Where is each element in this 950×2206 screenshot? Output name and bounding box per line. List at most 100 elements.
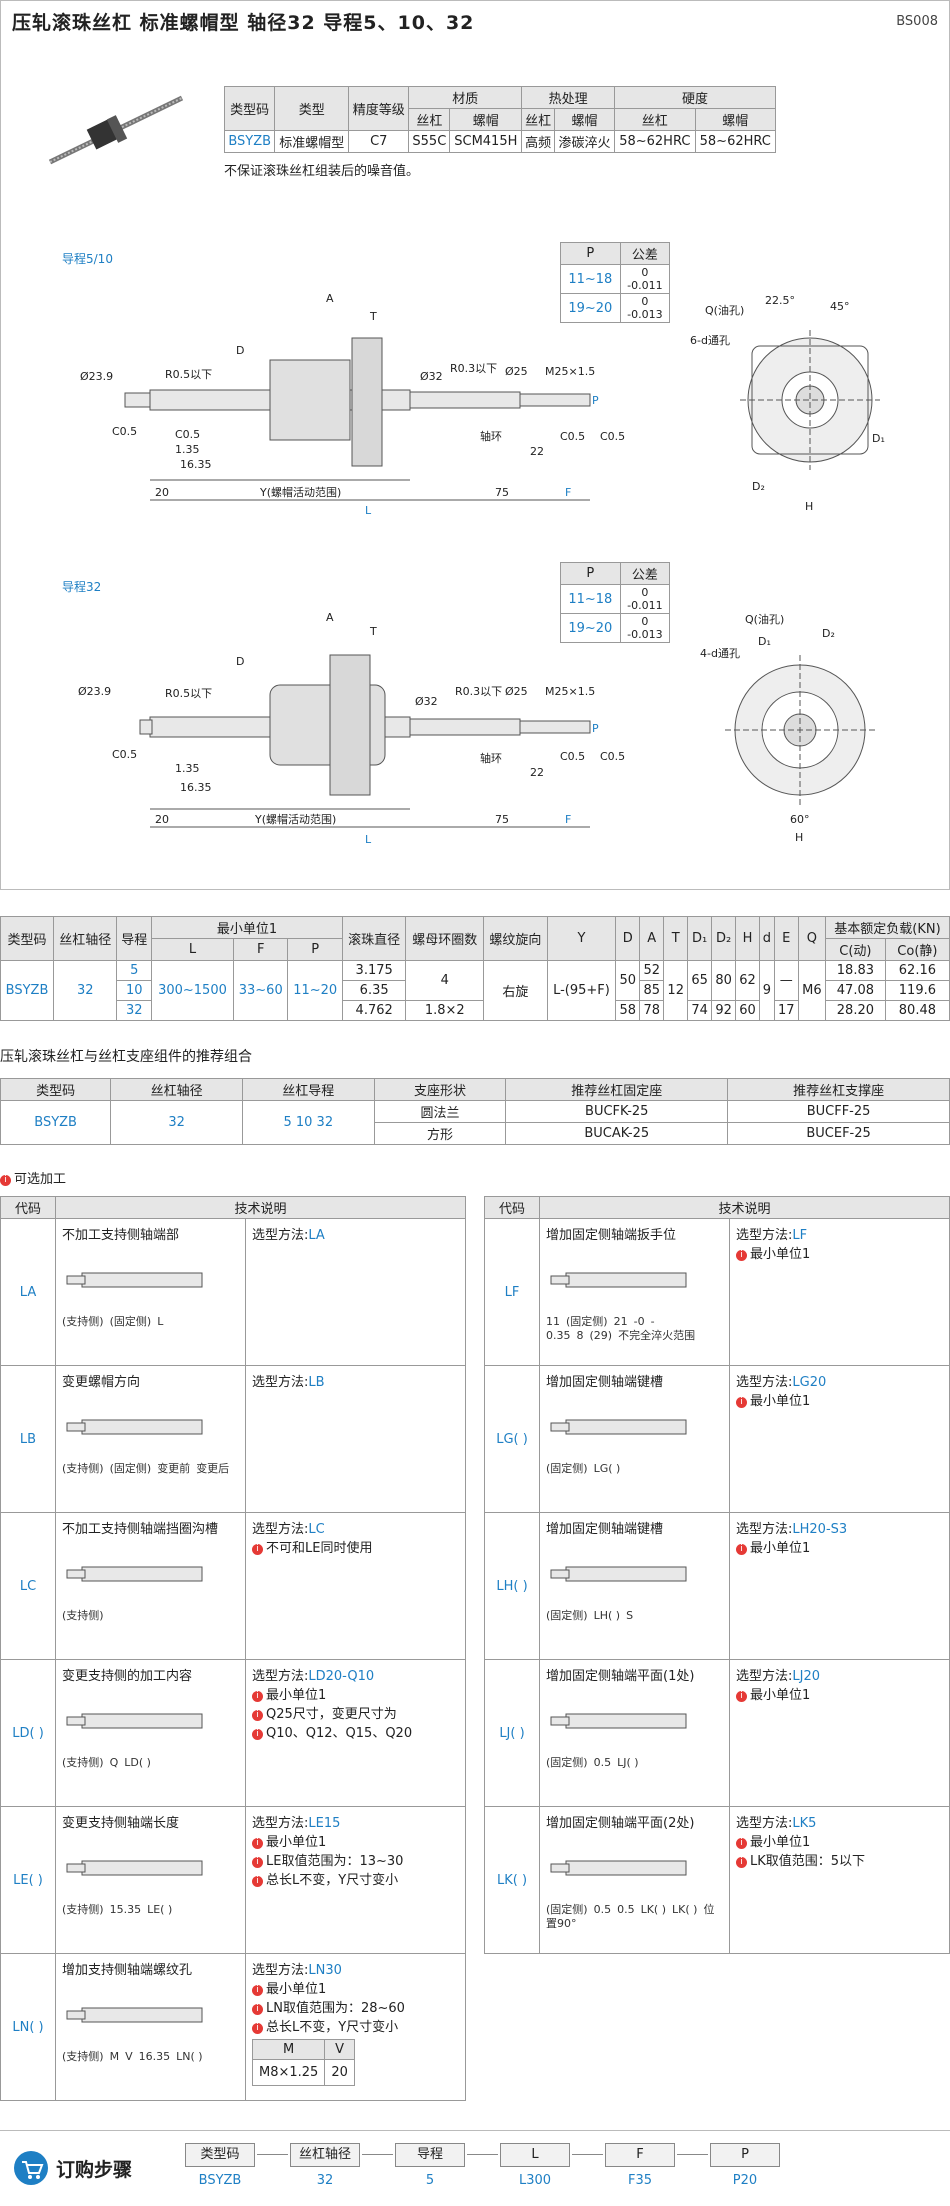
- main-cell: 10: [116, 980, 152, 1001]
- main-cell: 11~20: [287, 960, 343, 1021]
- dim: C0.5: [600, 750, 625, 763]
- info-icon: i: [252, 1729, 263, 1740]
- fig-label: LN( ): [176, 2050, 203, 2063]
- dim: 20: [155, 486, 169, 499]
- opt-note: 最小单位1: [750, 1394, 811, 1409]
- main-cell: 右旋: [483, 960, 548, 1021]
- dim: Q(油孔): [705, 303, 744, 317]
- dim: 45°: [830, 300, 850, 313]
- main-cell: 78: [639, 1000, 665, 1021]
- opt-sel: 选型方法:: [252, 1963, 309, 1978]
- combo-cell: 方形: [373, 1122, 507, 1145]
- tol-cell: 0: [641, 586, 649, 599]
- dim: M25×1.5: [545, 365, 595, 378]
- info-icon: i: [252, 1838, 263, 1849]
- dim: Ø23.9: [80, 370, 113, 383]
- dim: F: [565, 486, 571, 499]
- main-cell: 60: [735, 1000, 761, 1021]
- dim: Y(螺帽活动范围): [259, 485, 341, 499]
- dim: R0.5以下: [165, 687, 212, 700]
- info-icon: i: [736, 1838, 747, 1849]
- main-cell: 62.16: [884, 960, 950, 981]
- fig-label: (固定侧): [546, 1609, 588, 1622]
- opt-note: 最小单位1: [266, 1982, 327, 1997]
- tol-cell: -0.013: [627, 628, 663, 641]
- dim: R0.3以下: [450, 362, 497, 375]
- order-value: 32: [316, 2173, 334, 2188]
- dim: D: [236, 344, 244, 357]
- opt-figure: [66, 2007, 203, 2023]
- main-h: D₁: [687, 916, 713, 961]
- opt-sel: 选型方法:: [252, 1375, 309, 1390]
- combo-title: 压轧滚珠丝杠与丝杠支座组件的推荐组合: [0, 1049, 252, 1065]
- opt-val: LD20-Q10: [308, 1669, 375, 1684]
- opt-name: 增加支持侧轴端螺纹孔: [62, 1963, 193, 1978]
- opt-code: LK( ): [484, 1806, 540, 1954]
- spec-cell: 58~62HRC: [694, 130, 777, 153]
- opt-val: LG20: [792, 1375, 827, 1390]
- dim: 75: [495, 813, 509, 826]
- opt-sel: 选型方法:: [252, 1228, 309, 1243]
- main-cell: 17: [773, 1000, 799, 1021]
- fig-label: 21: [613, 1315, 628, 1328]
- main-h: 基本额定负载(KN): [824, 916, 950, 939]
- drawing1-label: 导程5/10: [62, 252, 113, 266]
- opt-note: 最小单位1: [750, 1541, 811, 1556]
- spec-h2: 螺帽: [449, 108, 523, 131]
- fig-label: (支持侧): [62, 1609, 104, 1622]
- fig-label: (支持侧): [62, 1462, 104, 1475]
- opt-val: LE15: [308, 1816, 341, 1831]
- tol-cell: 0: [641, 266, 649, 279]
- opt-sel: 选型方法:: [736, 1816, 793, 1831]
- fig-label: 0.5: [617, 1903, 635, 1916]
- combo-cell: BUCFK-25: [505, 1100, 729, 1123]
- opt-val: LH20-S3: [792, 1522, 848, 1537]
- opt-val: LC: [308, 1522, 325, 1537]
- dim: Ø23.9: [78, 685, 111, 698]
- main-cell: 18.83: [824, 960, 886, 981]
- opt-code: LB: [0, 1365, 56, 1513]
- main-h: Q: [797, 916, 826, 961]
- opt-name: 增加固定侧轴端键槽: [546, 1375, 664, 1390]
- main-h: 螺母环圈数: [405, 916, 485, 961]
- order-step: P: [710, 2143, 780, 2167]
- main-h2: C(动): [824, 938, 886, 961]
- spec-h: 类型: [274, 86, 350, 131]
- order-connector: [362, 2154, 393, 2155]
- dim: 75: [495, 486, 509, 499]
- dim: Ø25: [505, 685, 528, 698]
- opt-sel: 选型方法:: [252, 1816, 309, 1831]
- main-h: d: [759, 916, 775, 961]
- main-cell: 47.08: [824, 980, 886, 1001]
- info-icon: i: [736, 1397, 747, 1408]
- fig-label: (固定侧): [546, 1756, 588, 1769]
- opt-name: 不加工支持侧轴端部: [62, 1228, 180, 1243]
- order-step: L: [500, 2143, 570, 2167]
- opt-name: 增加固定侧轴端扳手位: [546, 1228, 677, 1243]
- tol-cell: 11~18: [560, 584, 621, 614]
- opt-note: 最小单位1: [750, 1247, 811, 1262]
- tol-cell: -0.011: [627, 279, 663, 292]
- opt-note: 总长L不变，Y尺寸变小: [266, 1873, 399, 1888]
- opt-note: LK取值范围：5以下: [750, 1854, 866, 1869]
- order-value: L300: [518, 2173, 552, 2188]
- spec-h: 类型码: [223, 86, 276, 131]
- fig-label: 0.5: [593, 1756, 612, 1769]
- opt-code: LJ( ): [484, 1659, 540, 1807]
- spec-h2: 丝杠: [521, 108, 555, 131]
- info-icon: i: [252, 2023, 263, 2034]
- main-cell: 4: [405, 960, 485, 1001]
- order-connector: [467, 2154, 498, 2155]
- fig-label: M: [109, 2050, 120, 2063]
- dim: 1.35: [175, 762, 200, 775]
- opt-figure: [550, 1713, 687, 1729]
- opt-sel: 选型方法:: [736, 1228, 793, 1243]
- fig-label: LK( ): [640, 1903, 667, 1916]
- opt-note: 最小单位1: [266, 1688, 327, 1703]
- spec-h2: 螺帽: [694, 108, 777, 131]
- opt-val: LB: [308, 1375, 325, 1390]
